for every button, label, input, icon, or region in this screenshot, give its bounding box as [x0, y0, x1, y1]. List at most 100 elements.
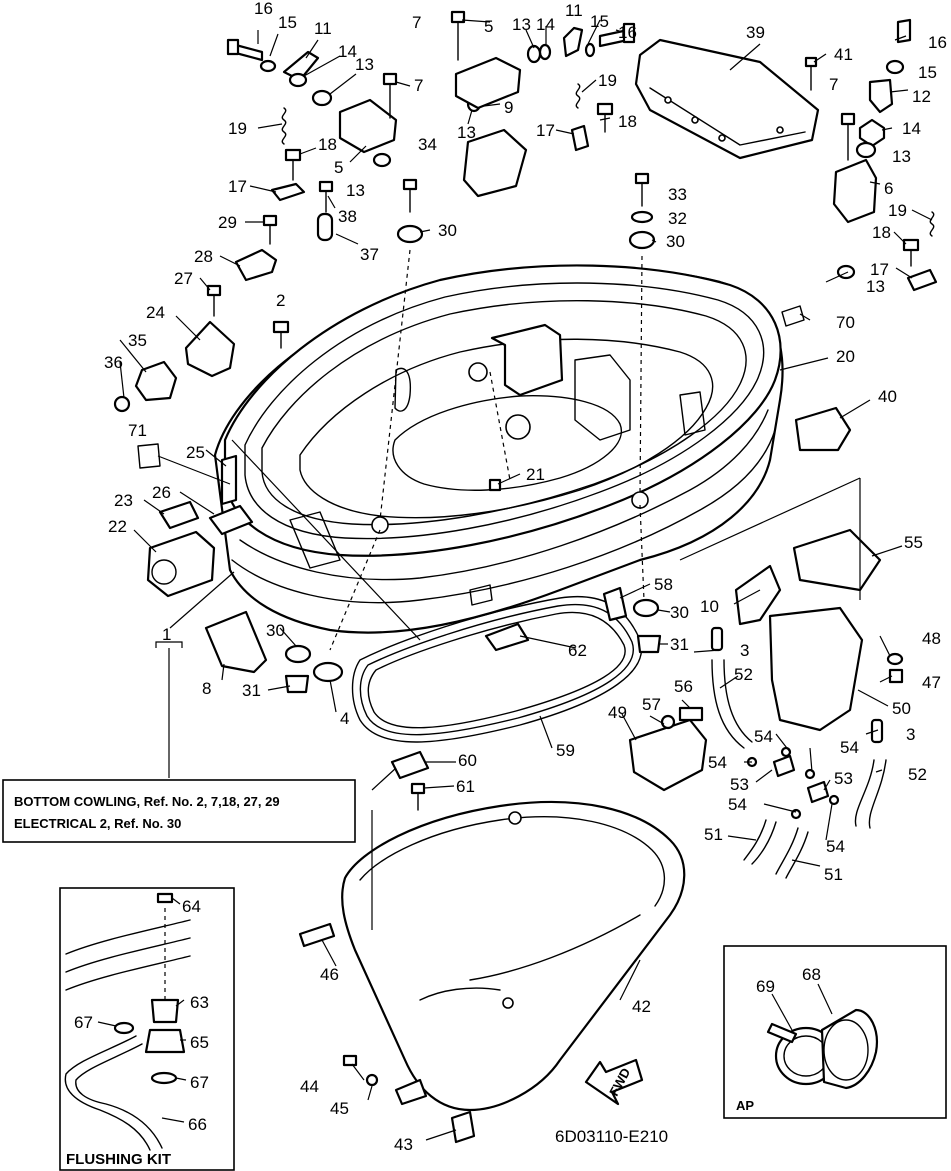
callout-20: 20 — [836, 347, 855, 366]
callout-52: 52 — [908, 765, 927, 784]
ap-box-label: AP — [736, 1098, 754, 1113]
callout-25: 25 — [186, 443, 205, 462]
callout-67: 67 — [74, 1013, 93, 1032]
ap-box: AP — [723, 945, 947, 1119]
callout-59: 59 — [556, 741, 575, 760]
callout-54: 54 — [840, 738, 859, 757]
fwd-arrow: FWD — [584, 1058, 644, 1106]
callout-7: 7 — [829, 75, 838, 94]
callout-18: 18 — [618, 112, 637, 131]
callout-13: 13 — [866, 277, 885, 296]
callout-3: 3 — [740, 641, 749, 660]
callout-11: 11 — [314, 19, 332, 38]
callout-71: 71 — [128, 421, 147, 440]
callout-64: 64 — [182, 897, 201, 916]
callout-40: 40 — [878, 387, 897, 406]
callout-7: 7 — [412, 13, 421, 32]
callout-17: 17 — [536, 121, 555, 140]
callout-13: 13 — [457, 123, 476, 142]
callout-1: 1 — [162, 625, 171, 644]
callout-5: 5 — [484, 17, 493, 36]
callout-2: 2 — [276, 291, 285, 310]
callout-19: 19 — [888, 201, 907, 220]
callout-45: 45 — [330, 1099, 349, 1118]
callout-16: 16 — [618, 23, 637, 42]
callout-30: 30 — [438, 221, 457, 240]
callout-52: 52 — [734, 665, 753, 684]
callout-18: 18 — [318, 135, 337, 154]
seal-rubber — [351, 595, 643, 743]
callout-18: 18 — [872, 223, 891, 242]
bottom-cowling — [213, 264, 784, 634]
callout-7: 7 — [414, 76, 423, 95]
callout-12: 12 — [912, 87, 931, 106]
callout-58: 58 — [654, 575, 673, 594]
callout-54: 54 — [708, 753, 727, 772]
callout-61: 61 — [456, 777, 475, 796]
callout-11: 11 — [565, 1, 583, 20]
callout-34: 34 — [418, 135, 437, 154]
assembly-guide-lines — [231, 249, 861, 651]
callout-17: 17 — [228, 177, 247, 196]
callout-46: 46 — [320, 965, 339, 984]
callout-4: 4 — [340, 709, 349, 728]
callout-13: 13 — [346, 181, 365, 200]
callout-68: 68 — [802, 965, 821, 984]
callout-39: 39 — [746, 23, 765, 42]
callout-54: 54 — [754, 727, 773, 746]
callout-5: 5 — [334, 158, 343, 177]
callout-27: 27 — [174, 269, 193, 288]
callout-22: 22 — [108, 517, 127, 536]
callout-51: 51 — [704, 825, 723, 844]
callout-13: 13 — [892, 147, 911, 166]
lower-cover — [341, 800, 686, 1112]
callout-53: 53 — [730, 775, 749, 794]
callout-15: 15 — [590, 12, 609, 31]
callout-16: 16 — [928, 33, 947, 52]
callout-30: 30 — [670, 603, 689, 622]
callout-26: 26 — [152, 483, 171, 502]
callout-15: 15 — [918, 63, 937, 82]
leader-lines — [119, 19, 933, 1141]
callout-57: 57 — [642, 695, 661, 714]
callout-35: 35 — [128, 331, 147, 350]
callout-9: 9 — [504, 98, 513, 117]
callout-14: 14 — [338, 42, 357, 61]
callout-28: 28 — [194, 247, 213, 266]
callout-15: 15 — [278, 13, 297, 32]
callout-47: 47 — [922, 673, 941, 692]
callout-30: 30 — [266, 621, 285, 640]
callout-16: 16 — [254, 0, 273, 18]
callout-48: 48 — [922, 629, 941, 648]
callout-49: 49 — [608, 703, 627, 722]
callout-54: 54 — [728, 795, 747, 814]
flushing-kit-title: FLUSHING KIT — [66, 1151, 171, 1168]
callout-60: 60 — [458, 751, 477, 770]
callout-37: 37 — [360, 245, 379, 264]
callout-21: 21 — [526, 465, 545, 484]
callout-56: 56 — [674, 677, 693, 696]
callout-55: 55 — [904, 533, 923, 552]
callout-51: 51 — [824, 865, 843, 884]
diagram-code: 6D03110-E210 — [555, 1127, 668, 1146]
callout-14: 14 — [902, 119, 921, 138]
flushing-kit-box: FLUSHING KIT — [59, 887, 235, 1171]
callout-43: 43 — [394, 1135, 413, 1154]
callout-13: 13 — [355, 55, 374, 74]
callout-31: 31 — [670, 635, 689, 654]
callout-19: 19 — [598, 71, 617, 90]
callout-62: 62 — [568, 641, 587, 660]
callout-53: 53 — [834, 769, 853, 788]
callout-36: 36 — [104, 353, 123, 372]
callout-50: 50 — [892, 699, 911, 718]
callout-19: 19 — [228, 119, 247, 138]
callout-70: 70 — [836, 313, 855, 332]
callout-6: 6 — [884, 179, 893, 198]
callout-42: 42 — [632, 997, 651, 1016]
reference-note-box: BOTTOM COWLING, Ref. No. 2, 7,18, 27, 29… — [2, 779, 356, 843]
top-cover-plate — [634, 38, 820, 160]
callout-63: 63 — [190, 993, 209, 1012]
callout-33: 33 — [668, 185, 687, 204]
callout-66: 66 — [188, 1115, 207, 1134]
